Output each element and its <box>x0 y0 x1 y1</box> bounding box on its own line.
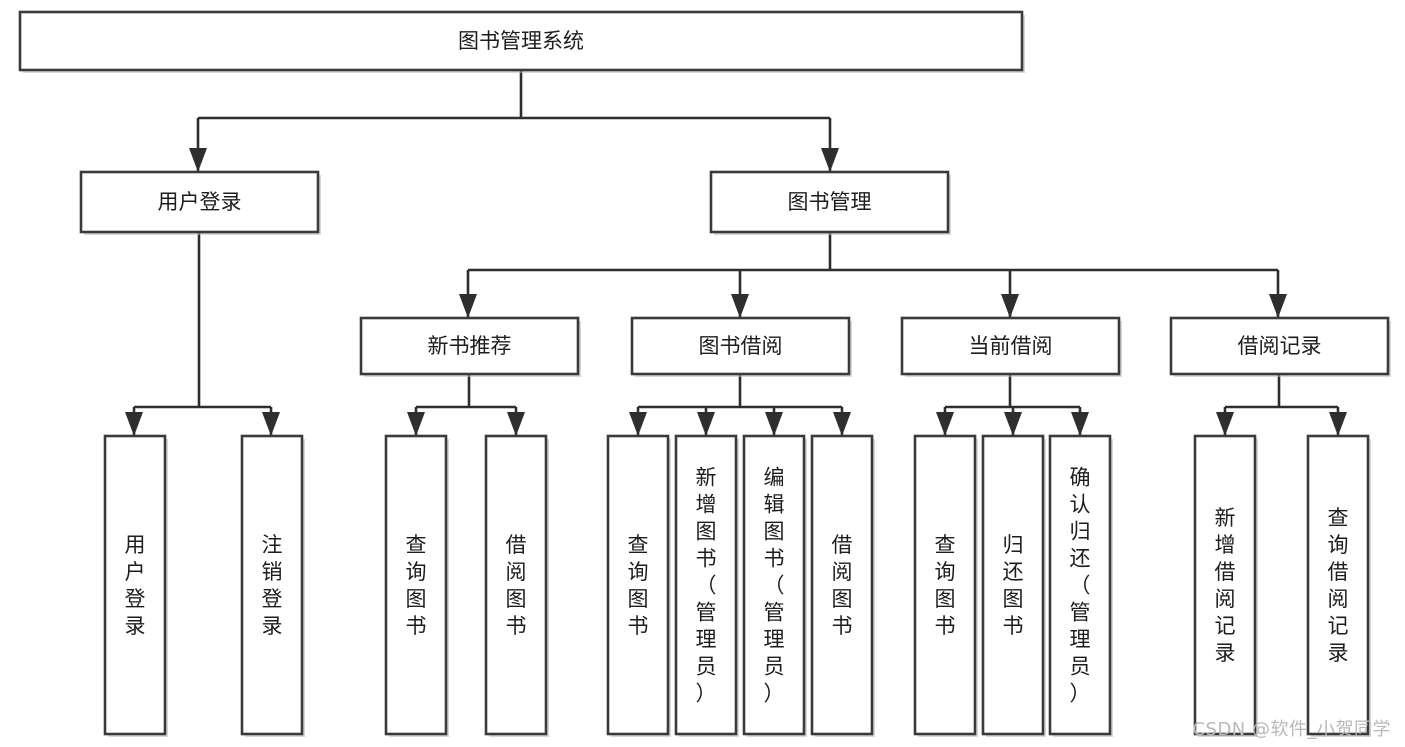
node-rect[interactable] <box>913 434 977 736</box>
node-label: 新增借阅记录 <box>1215 506 1236 665</box>
node-borrow-edit-book[interactable]: 编辑图书（管理员） <box>742 434 807 737</box>
arrow-head-icon <box>407 412 425 436</box>
node-label: 查询图书 <box>935 533 956 638</box>
node-label: 编辑图书（管理员） <box>764 466 785 706</box>
arrow-head-icon <box>459 294 477 318</box>
arrow-head-icon <box>1269 294 1287 318</box>
node-rect[interactable] <box>18 10 1024 72</box>
node-label: 注销登录 <box>262 533 283 638</box>
node-user-logout[interactable]: 注销登录 <box>240 434 305 737</box>
node-label: 确认归还（管理员） <box>1070 466 1091 706</box>
node-new-book-recommend[interactable]: 新书推荐 <box>359 316 581 377</box>
node-rect[interactable] <box>359 316 580 376</box>
node-label: 新增图书（管理员） <box>696 466 717 706</box>
arrow-head-icon <box>821 148 839 172</box>
node-rect[interactable] <box>240 434 304 736</box>
connectors-layer <box>125 70 1347 436</box>
node-user-login[interactable]: 用户登录 <box>79 170 321 235</box>
node-recommend-borrow-book[interactable]: 借阅图书 <box>484 434 549 737</box>
node-borrow-borrow-book[interactable]: 借阅图书 <box>810 434 875 737</box>
arrow-head-icon <box>125 412 143 436</box>
node-current-return-book[interactable]: 归还图书 <box>981 434 1046 737</box>
arrow-head-icon <box>1071 412 1089 436</box>
node-label: 图书借阅 <box>699 334 783 358</box>
node-label: 借阅图书 <box>506 533 527 638</box>
node-label: 查询借阅记录 <box>1328 506 1349 665</box>
arrow-head-icon <box>1216 412 1234 436</box>
node-borrow-record[interactable]: 借阅记录 <box>1169 316 1391 377</box>
arrow-head-icon <box>833 412 851 436</box>
node-recommend-query-book[interactable]: 查询图书 <box>384 434 449 737</box>
arrow-head-icon <box>936 412 954 436</box>
node-rect[interactable] <box>981 434 1045 736</box>
arrow-head-icon <box>697 412 715 436</box>
node-label: 借阅图书 <box>832 533 853 638</box>
node-rect[interactable] <box>1193 434 1257 736</box>
node-rect[interactable] <box>79 170 320 234</box>
nodes-layer: 图书管理系统用户登录图书管理新书推荐图书借阅当前借阅借阅记录用户登录注销登录查询… <box>18 10 1391 737</box>
arrow-head-icon <box>731 294 749 318</box>
node-label: 用户登录 <box>158 190 242 214</box>
arrow-head-icon <box>1329 412 1347 436</box>
node-label: 借阅记录 <box>1238 334 1322 358</box>
node-label: 归还图书 <box>1003 533 1024 638</box>
node-rect[interactable] <box>1048 434 1112 736</box>
node-rect[interactable] <box>606 434 670 736</box>
node-rect[interactable] <box>810 434 874 736</box>
node-rect[interactable] <box>709 170 950 234</box>
node-record-add[interactable]: 新增借阅记录 <box>1193 434 1258 737</box>
arrow-head-icon <box>507 412 525 436</box>
arrow-head-icon <box>765 412 783 436</box>
node-book-borrow[interactable]: 图书借阅 <box>630 316 852 377</box>
node-label: 用户登录 <box>125 533 146 638</box>
node-label: 查询图书 <box>406 533 427 638</box>
node-root[interactable]: 图书管理系统 <box>18 10 1025 73</box>
arrow-head-icon <box>1004 412 1022 436</box>
node-current-borrow[interactable]: 当前借阅 <box>900 316 1122 377</box>
node-borrow-add-book[interactable]: 新增图书（管理员） <box>674 434 739 737</box>
arrow-head-icon <box>189 148 207 172</box>
node-borrow-query-book[interactable]: 查询图书 <box>606 434 671 737</box>
node-label: 图书管理 <box>788 190 872 214</box>
node-label: 当前借阅 <box>969 334 1053 358</box>
node-label: 新书推荐 <box>428 334 512 358</box>
node-current-confirm-return[interactable]: 确认归还（管理员） <box>1048 434 1113 737</box>
arrow-head-icon <box>262 412 280 436</box>
node-record-query[interactable]: 查询借阅记录 <box>1306 434 1371 737</box>
node-rect[interactable] <box>1306 434 1370 736</box>
node-label: 图书管理系统 <box>458 29 584 53</box>
node-rect[interactable] <box>742 434 806 736</box>
node-current-query-book[interactable]: 查询图书 <box>913 434 978 737</box>
arrow-head-icon <box>629 412 647 436</box>
node-rect[interactable] <box>103 434 167 736</box>
node-rect[interactable] <box>630 316 851 376</box>
node-rect[interactable] <box>484 434 548 736</box>
node-book-management[interactable]: 图书管理 <box>709 170 951 235</box>
node-rect[interactable] <box>384 434 448 736</box>
node-rect[interactable] <box>1169 316 1390 376</box>
arrow-head-icon <box>1001 294 1019 318</box>
node-rect[interactable] <box>674 434 738 736</box>
node-rect[interactable] <box>900 316 1121 376</box>
node-label: 查询图书 <box>628 533 649 638</box>
node-user-login-do[interactable]: 用户登录 <box>103 434 168 737</box>
